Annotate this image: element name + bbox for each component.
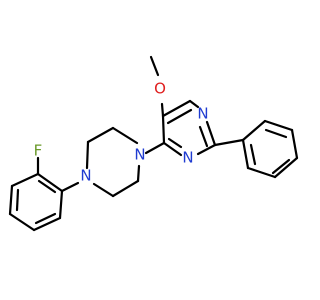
bond-n1-c2-inner: [198, 125, 209, 148]
bond-c5-c6-inner: [166, 108, 193, 125]
bond-fluorophenyl-4-5: [8, 212, 36, 232]
fluorine-atom-label: F: [34, 142, 43, 160]
bond-phenyl-6-1: [241, 138, 250, 170]
bond-phenyl-3-4: [290, 128, 299, 160]
bond-oxygen-c5: [160, 102, 165, 118]
bond-piperazine-n1-c2: [111, 126, 139, 145]
bonds-layer: [8, 55, 299, 232]
bond-piperazine-n4-c5: [92, 182, 115, 198]
bond-c4-c5: [161, 114, 166, 145]
nitrogen-atom-label-piperazine-4: N: [80, 167, 91, 185]
bond-fluorophenyl-5-6-inner: [34, 212, 57, 225]
bond-piperazine-fluorophenyl: [60, 181, 80, 193]
bond-phenyl-6-1-inner: [249, 143, 257, 166]
nitrogen-atom-label-pyrimidine-3: N: [182, 149, 193, 167]
bond-fluorophenyl-3-4-inner: [15, 188, 20, 212]
bond-phenyl-5-6: [246, 166, 277, 179]
bond-n3-c4-inner: [167, 137, 183, 149]
nitrogen-atom-label-piperazine-1: N: [134, 146, 145, 164]
bond-c6-n1: [188, 99, 200, 109]
bond-fluorophenyl-2-3: [10, 172, 40, 188]
bond-fluorophenyl-1-2: [36, 172, 64, 193]
bond-phenyl-1-2: [241, 119, 267, 142]
bond-c4-piperazine-n: [144, 141, 166, 155]
bond-c2-n3: [196, 143, 217, 156]
oxygen-atom-label: O: [154, 80, 166, 98]
bond-phenyl-4-5-inner: [271, 158, 291, 175]
nitrogen-atom-label-pyrimidine-1: N: [197, 105, 208, 123]
bond-fluorophenyl-3-4: [8, 184, 14, 216]
bond-piperazine-c3-n4: [85, 140, 90, 170]
bond-c5-c6: [161, 99, 192, 118]
bond-fluorophenyl-6-1: [58, 189, 64, 220]
bond-fluorophenyl-1-2-inner: [37, 179, 57, 194]
bond-phenyl-4-5: [273, 156, 299, 179]
bond-n3-c4: [162, 141, 183, 157]
bond-n1-c2: [205, 120, 217, 147]
bond-phenyl-2-3-inner: [264, 128, 288, 139]
bond-piperazine-c6-n1: [136, 164, 141, 183]
bond-phenyl-2-3: [263, 119, 294, 132]
bond-c2-phenyl: [213, 138, 245, 147]
atom-labels-layer: O N N N N F: [34, 80, 209, 185]
chemical-structure-diagram: O N N N N F: [8, 55, 299, 232]
bond-piperazine-c2-c3: [86, 126, 115, 144]
bond-methyl-oxygen: [149, 55, 160, 77]
bond-piperazine-c5-c6: [111, 179, 140, 198]
bond-fluorophenyl-5-6: [32, 216, 62, 232]
